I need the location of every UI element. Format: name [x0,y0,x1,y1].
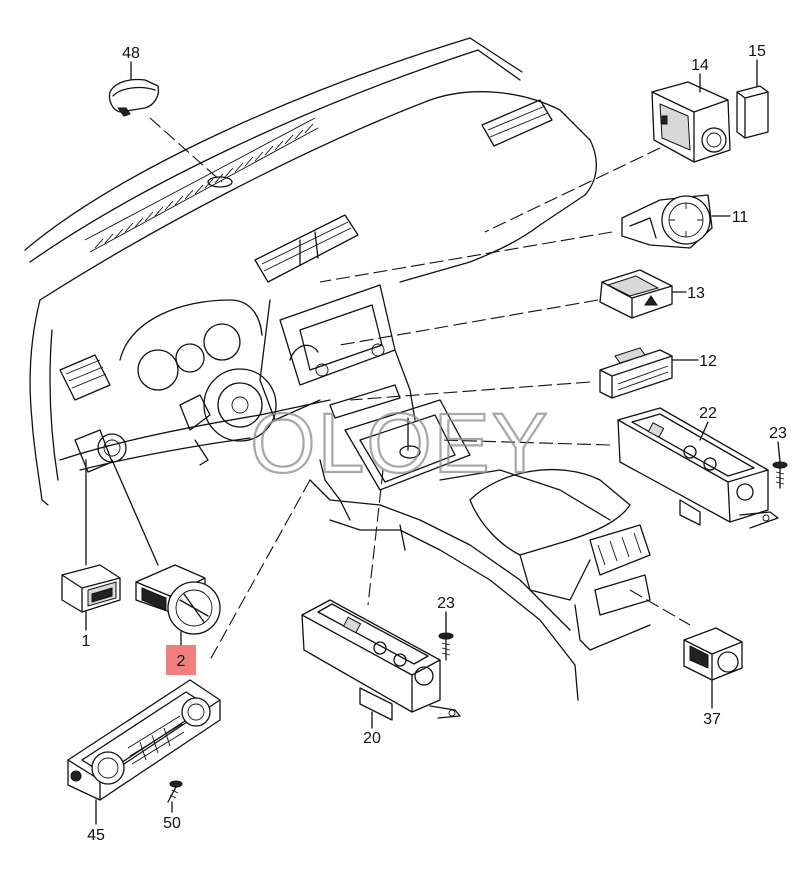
part-label-23-middle: 23 [437,595,455,612]
part-label-50: 50 [163,815,181,832]
part-label-11: 11 [732,209,749,226]
part-2-light-switch [135,564,221,635]
part-1-switch [61,564,121,613]
part-label-2: 2 [177,653,186,670]
dashboard-outline [24,37,651,701]
part-labels: 48 14 15 11 13 12 22 23 1 2 23 20 37 45 … [82,43,787,844]
watermark-text: OLOEY [250,396,549,490]
part-23-screw-middle [438,632,454,661]
part-label-23-right: 23 [769,425,787,442]
part-label-48: 48 [122,45,140,62]
leader-lines [85,117,691,661]
defrost-grille-hatch [94,123,314,249]
part-label-1: 1 [82,633,91,650]
part-50-screw [167,780,183,803]
part-37-switch [683,627,743,681]
part-23-screw-right [772,461,788,489]
part-label-37: 37 [703,711,721,728]
part-14-switch-module [651,81,731,163]
part-label-12: 12 [699,353,717,370]
label-ticks [85,59,781,825]
part-label-13: 13 [687,285,705,302]
part-22-switch-panel [617,407,779,529]
part-13-hazard-switch [599,269,673,319]
part-label-22: 22 [699,405,717,422]
part-label-20: 20 [363,730,381,747]
part-15-blank-cover [736,85,769,139]
part-11-clock-switch [621,194,713,249]
part-45-climate-control [67,679,221,801]
part-48-button [108,78,160,117]
part-12-switch-strip [599,347,673,399]
part-label-15: 15 [748,43,766,60]
part-2-highlight [166,645,196,675]
part-label-45: 45 [87,827,105,844]
part-20-switch-panel [301,599,461,721]
part-label-14: 14 [691,57,709,74]
